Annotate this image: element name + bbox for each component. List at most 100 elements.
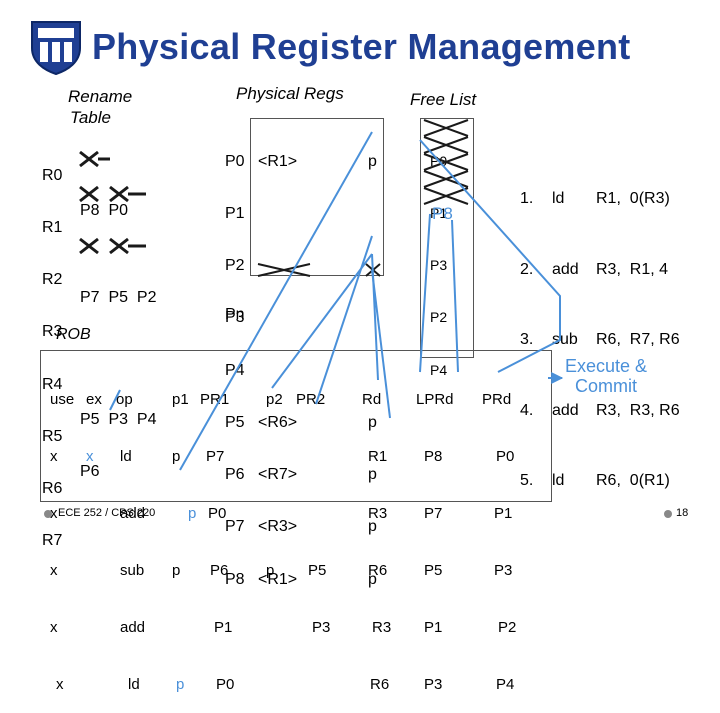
rob-cell: sub xyxy=(120,562,145,579)
rob-cell: P3 xyxy=(494,562,513,579)
preg-p-p2: ​ xyxy=(368,257,377,274)
rob-col-use: use x x x x x xyxy=(50,352,74,713)
rob-header-prd: PRd xyxy=(482,391,512,408)
footer-course: ECE 252 / CPS 220 xyxy=(58,507,156,519)
rob-cell: p xyxy=(188,505,197,522)
rob-cell: ​ xyxy=(266,504,283,523)
free-list-item: P3 xyxy=(430,257,448,274)
preg-p-p1: ​ xyxy=(368,205,377,222)
rob-cell: p xyxy=(176,676,185,693)
instruction-args: R1, 0(R3) R3, R1, 4 R6, R7, R6 R3, R3, R… xyxy=(596,140,680,516)
rob-cell: x xyxy=(50,448,58,465)
rob-cell: R6 xyxy=(368,562,388,579)
rob-header-lprd: LPRd xyxy=(416,391,454,408)
rob-cell: R3 xyxy=(368,505,388,522)
rename-table-heading-line2: Table xyxy=(70,108,111,127)
preg-name-p7: P7 xyxy=(225,518,245,536)
free-list-item-new: P8 xyxy=(432,204,453,223)
instruction-op: sub xyxy=(552,331,578,348)
preg-name-pn: Pn xyxy=(225,306,245,323)
rename-reg-r3: R3 xyxy=(42,323,63,341)
preg-value-p7: <R3> xyxy=(258,518,298,536)
rename-entry-r7: P6 xyxy=(80,462,100,480)
rob-cell: P3 xyxy=(424,676,443,693)
rob-cell: P1 xyxy=(424,619,443,636)
instruction-number: 3. xyxy=(520,331,534,348)
rob-cell: ​ xyxy=(266,447,283,466)
instruction-op: ld xyxy=(552,190,565,207)
rob-col-prd: PRd P0 P1 P3 P2 P4 xyxy=(482,352,516,713)
instruction-args-item: R6, 0(R1) xyxy=(596,472,670,489)
rename-reg-r2: R2 xyxy=(42,271,63,289)
rob-cell: P2 xyxy=(498,619,517,636)
rob-cell: ​ xyxy=(296,504,330,523)
rob-header-pr1: PR1 xyxy=(200,391,230,408)
rename-entry-r3: P7 P5 P2 xyxy=(80,288,157,306)
instruction-args-item: R3, R1, 4 xyxy=(596,260,669,278)
preg-value-p1: ​ xyxy=(258,205,297,222)
rob-cell: ​ xyxy=(296,447,330,466)
rob-col-lprd: LPRd P8 P7 P5 P1 P3 xyxy=(416,352,454,713)
free-list-item: P0 xyxy=(430,152,448,169)
page-number: 18 xyxy=(676,507,689,519)
rob-cell: P0 xyxy=(216,676,235,693)
rob-header-use: use xyxy=(50,391,75,408)
rob-col-p1: p1 p p p ​ p xyxy=(172,352,196,713)
rob-cell: x xyxy=(86,448,94,465)
rob-cell: ld xyxy=(120,448,132,465)
rob-label: ROB xyxy=(56,326,91,343)
instruction-number: 2. xyxy=(520,260,534,278)
physical-regs-heading: Physical Regs xyxy=(236,84,344,103)
rob-cell: add xyxy=(120,619,146,636)
instruction-args-item: R1, 0(R3) xyxy=(596,190,670,207)
rob-col-pr2: PR2 ​ ​ P5 P3 xyxy=(296,352,330,656)
free-list-item: P2 xyxy=(430,309,448,326)
instruction-ops: ld add sub add ld xyxy=(552,140,579,516)
rob-header-ex: ex xyxy=(86,391,102,408)
rob-cell: x xyxy=(56,676,64,693)
rob-col-pr1: PR1 P7 P0 P6 P1 P0 xyxy=(200,352,234,713)
rob-cell: R6 xyxy=(370,676,390,693)
preg-p-p3: ​ xyxy=(368,309,377,326)
preg-name-p0: P0 xyxy=(225,152,245,170)
rob-cell: P7 xyxy=(206,448,225,465)
university-shield-logo-icon xyxy=(31,21,81,76)
instruction-op: add xyxy=(552,260,579,278)
preg-p-p6: p xyxy=(368,466,377,484)
rob-cell: P0 xyxy=(208,505,227,522)
instruction-number: 4. xyxy=(520,401,534,419)
rob-cell: P1 xyxy=(494,505,513,522)
rob-cell: x xyxy=(50,562,58,579)
preg-name-p2: P2 xyxy=(225,257,245,275)
rob-cell: P3 xyxy=(312,619,331,636)
rob-cell: P0 xyxy=(496,448,515,465)
instruction-number: 5. xyxy=(520,472,534,489)
rename-reg-r4: R4 xyxy=(42,375,63,393)
preg-p-p7: p xyxy=(368,518,377,536)
rob-col-op: op ld add sub add ld xyxy=(116,352,145,713)
instruction-args-item: R6, R7, R6 xyxy=(596,331,680,348)
page-title: Physical Register Management xyxy=(92,26,631,67)
rob-cell: ​ xyxy=(172,618,196,637)
preg-value-p3: ​ xyxy=(258,309,297,326)
page-bullet-icon xyxy=(664,510,672,518)
rename-reg-r6: R6 xyxy=(42,480,63,498)
rob-cell: R3 xyxy=(372,619,392,636)
rob-cell: P7 xyxy=(424,505,443,522)
rob-col-ex: ex x xyxy=(86,352,102,485)
rob-cell: P8 xyxy=(424,448,443,465)
rob-cell: add xyxy=(120,505,146,522)
rob-cell: P6 xyxy=(210,562,229,579)
preg-p-p0: p xyxy=(368,152,377,170)
rob-cell: x xyxy=(50,505,58,522)
rob-col-rd: Rd R1 R3 R6 R3 R6 xyxy=(362,352,391,713)
rob-cell: P4 xyxy=(496,676,515,693)
instruction-op: ld xyxy=(552,472,565,489)
rename-reg-r5: R5 xyxy=(42,427,63,445)
instruction-op: add xyxy=(552,401,579,419)
rob-cell: P5 xyxy=(308,562,327,579)
rob-cell: ld xyxy=(128,676,140,693)
rename-entry-r1: P8 P0 xyxy=(80,201,129,219)
rob-header-p2: p2 xyxy=(266,391,283,408)
